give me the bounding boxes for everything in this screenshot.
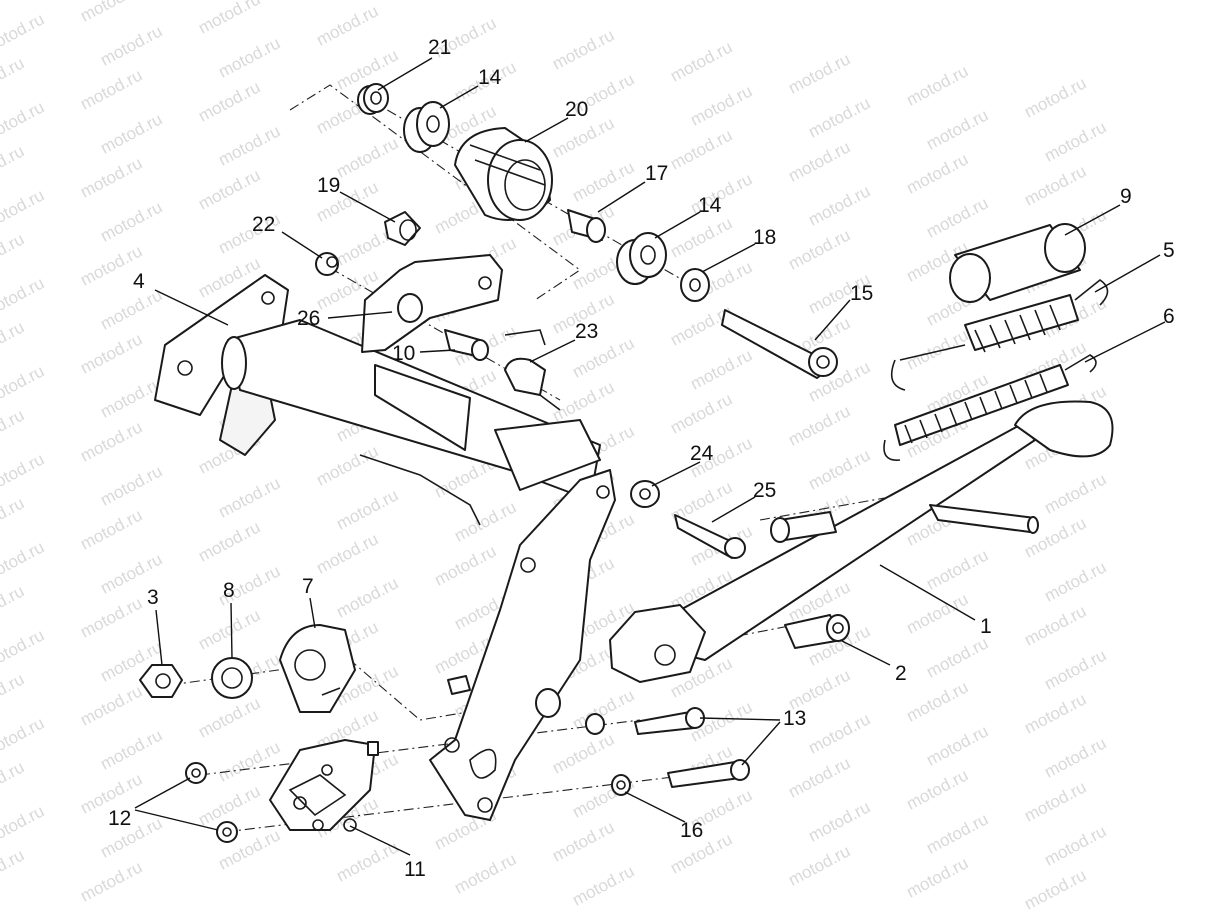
part-18-washer: [680, 268, 710, 302]
part-21-bushing: [357, 83, 389, 115]
label-22: 22: [252, 213, 275, 236]
label-5: 5: [1163, 239, 1175, 262]
label-25: 25: [753, 479, 776, 502]
part-24-washer: [630, 480, 660, 508]
label-13: 13: [783, 707, 806, 730]
part-14-bearing-lower: [616, 232, 667, 285]
label-12: 12: [108, 807, 131, 830]
label-23: 23: [575, 320, 598, 343]
part-1-stand-leg: [609, 400, 1114, 683]
part-10-spacer: [444, 329, 489, 361]
part-15-long-bolt: [721, 309, 838, 379]
label-10: 10: [392, 342, 415, 365]
label-18: 18: [753, 226, 776, 249]
label-14-upper: 14: [478, 66, 502, 89]
part-19-bushing: [384, 211, 421, 246]
part-3-nut: [139, 664, 183, 698]
callout-labels: 1 2 3 4 5 6 7 8 9 10 11 12 13 14 14 15 1…: [108, 36, 1175, 881]
part-8-washer: [211, 657, 253, 699]
label-6: 6: [1163, 305, 1175, 328]
part-11-stand-switch: [269, 739, 379, 832]
part-13-bolts: [585, 707, 750, 788]
part-4-stand-frame: [154, 274, 616, 821]
label-11: 11: [404, 858, 426, 881]
label-4: 4: [133, 270, 145, 293]
part-6-spring: [883, 354, 1097, 461]
part-9-spring-sleeve: [949, 223, 1086, 303]
label-8: 8: [223, 579, 235, 602]
label-16: 16: [680, 819, 703, 842]
label-3: 3: [147, 586, 159, 609]
part-17-spacer: [567, 209, 606, 243]
part-14-bearing-upper: [403, 101, 450, 153]
part-23-torsion-spring: [504, 329, 561, 411]
part-5-spring: [890, 279, 1109, 391]
label-24: 24: [690, 442, 714, 465]
label-15: 15: [850, 282, 873, 305]
part-26-bracket: [361, 254, 503, 353]
label-26: 26: [297, 307, 320, 330]
part-16-washer: [611, 774, 631, 796]
part-12-flange-nuts: [185, 762, 238, 843]
label-17: 17: [645, 162, 668, 185]
label-20: 20: [565, 98, 588, 121]
leader-lines: [134, 57, 1166, 856]
label-14-lower: 14: [698, 194, 722, 217]
part-25-bolt: [674, 514, 746, 559]
label-7: 7: [302, 575, 314, 598]
part-7-switch-cover: [279, 624, 356, 713]
part-2-pivot-pin: [784, 614, 850, 649]
label-2: 2: [895, 662, 907, 685]
label-21: 21: [428, 36, 451, 59]
label-19: 19: [317, 174, 340, 197]
label-1: 1: [980, 615, 992, 638]
part-20-roller: [454, 127, 553, 221]
part-stand-pin-left: [770, 511, 837, 543]
label-9: 9: [1120, 185, 1132, 208]
